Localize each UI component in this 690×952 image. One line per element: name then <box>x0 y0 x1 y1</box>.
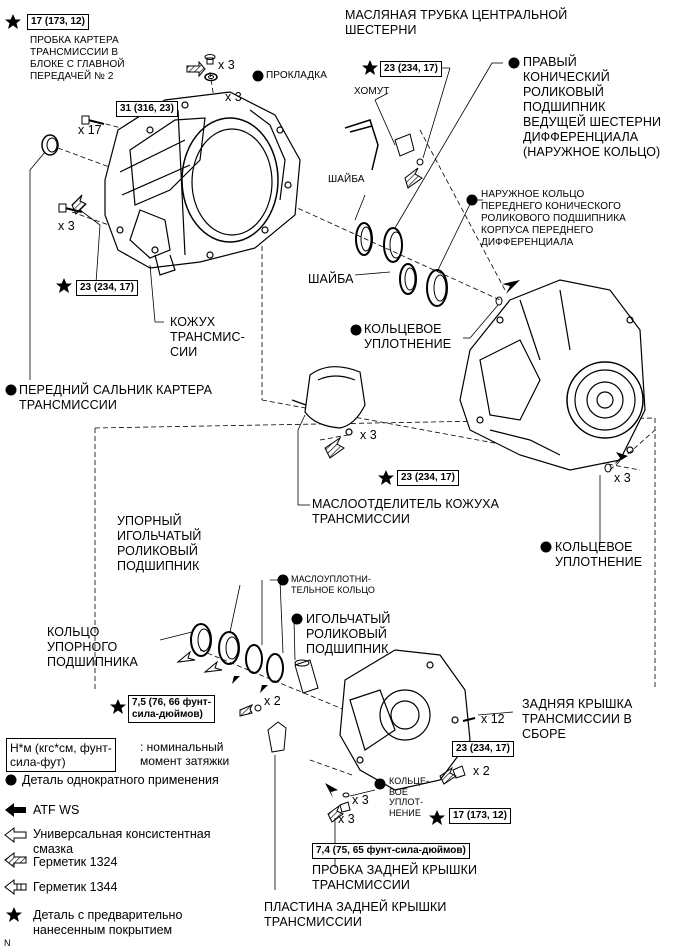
legend-sealant1344: Герметик 1344 <box>33 880 118 894</box>
qty-rear-plug: x 3 <box>338 812 355 826</box>
label-rear-plate: ПЛАСТИНА ЗАДНЕЙ КРЫШКИ ТРАНСМИССИИ <box>264 900 447 929</box>
qty-plug: x 3 <box>218 58 235 72</box>
right-bearing-race-part <box>383 227 403 263</box>
torque-rear-plug2: 17 (173, 12) <box>449 808 511 824</box>
oil-separator-part <box>291 366 366 436</box>
legend-atf: ATF WS <box>33 803 80 817</box>
label-separator: МАСЛООТДЕЛИТЕЛЬ КОЖУХА ТРАНСМИССИИ <box>312 497 500 526</box>
star-markers <box>5 14 445 825</box>
oil-pipe-part <box>344 119 379 171</box>
legend-sealant1344-icon <box>4 878 27 896</box>
needle-bearing-part <box>294 659 319 694</box>
label-front-seal: ПЕРЕДНИЙ САЛЬНИК КАРТЕРА ТРАНСМИССИИ <box>19 383 213 412</box>
leader-lines <box>29 62 601 890</box>
grease-arrows <box>176 650 223 673</box>
oring-3-part <box>342 792 350 798</box>
qty-case-bolts: x 17 <box>78 123 102 137</box>
rear-plug-part <box>339 801 351 813</box>
label-plug-case: ПРОБКА КАРТЕРА ТРАНСМИССИИ В БЛОКЕ С ГЛА… <box>30 35 125 82</box>
clamp-part <box>394 133 424 166</box>
case-bolt-part <box>81 115 105 125</box>
legend-star-icon <box>6 907 22 922</box>
gasket-part <box>204 72 218 82</box>
qty-plug2: x 2 <box>473 764 490 778</box>
case-plug-part <box>204 54 216 65</box>
legend-sealant1324: Герметик 1324 <box>33 855 118 869</box>
transmission-housing-part <box>104 91 301 276</box>
label-rear-plug: ПРОБКА ЗАДНЕЙ КРЫШКИ ТРАНСМИССИИ <box>312 863 478 892</box>
label-thrust-race: КОЛЬЦО УПОРНОГО ПОДШИПНИКА <box>47 625 138 669</box>
label-needle: ИГОЛЬЧАТЫЙ РОЛИКОВЫЙ ПОДШИПНИК <box>306 612 391 656</box>
rear-plate-part <box>267 721 287 753</box>
label-rear-cover: ЗАДНЯЯ КРЫШКА ТРАНСМИССИИ В СБОРЕ <box>522 697 633 741</box>
label-front-bearing-race: НАРУЖНОЕ КОЛЬЦО ПЕРЕДНЕГО КОНИЧЕСКОГО РО… <box>481 189 626 248</box>
thrust-bearing-part <box>218 631 240 665</box>
torque-rear-bolts: 23 (234, 17) <box>452 741 514 757</box>
label-oring2: КОЛЬЦЕВОЕ УПЛОТНЕНИЕ <box>555 540 643 569</box>
legend-bullet-icon <box>5 774 17 786</box>
qty-oring: x 3 <box>614 471 631 485</box>
sealant-arrows <box>71 60 457 823</box>
oring-2-part <box>604 463 612 473</box>
label-washer2: ШАЙБА <box>308 272 354 286</box>
torque-rear-small: 7,5 (76, 66 фунт- сила-дюймов) <box>128 695 216 723</box>
oring-1-part <box>495 296 503 306</box>
torque-front-bolts: 23 (234, 17) <box>76 280 138 296</box>
legend-sealant1324-icon <box>4 851 27 869</box>
label-housing: КОЖУХ ТРАНСМИС- СИИ <box>170 315 245 359</box>
label-clamp: ХОМУТ <box>354 86 390 97</box>
bullet-markers <box>5 57 552 790</box>
legend-icons <box>4 774 27 922</box>
legend-grease-arrow-icon <box>4 826 27 844</box>
front-bearing-race-part <box>426 269 448 307</box>
qty-oring3: x 3 <box>352 793 369 807</box>
oil-seal-ring-2-part <box>266 653 284 683</box>
qty-front-bolts: x 3 <box>58 219 75 233</box>
rear-cover-part <box>339 649 471 791</box>
washer-1-part <box>355 222 373 256</box>
corner-code: N <box>4 938 11 948</box>
legend-atf-arrow-icon <box>5 803 26 817</box>
legend-torque-text: : номинальный момент затяжки <box>140 740 230 768</box>
atf-arrows <box>228 280 628 798</box>
label-washer1: ШАЙБА <box>328 174 365 185</box>
torque-case-bolts: 31 (316, 23) <box>116 101 178 117</box>
legend-grease: Универсальная консистентная смазка <box>33 827 211 856</box>
label-thrust-needle: УПОРНЫЙ ИГОЛЬЧАТЫЙ РОЛИКОВЫЙ ПОДШИПНИК <box>117 514 202 573</box>
oil-seal-ring-1-part <box>245 644 263 674</box>
small-bolt-part <box>254 704 262 712</box>
legend-non-reusable: Деталь однократного применения <box>22 773 219 787</box>
label-gasket: ПРОКЛАДКА <box>266 70 327 81</box>
rear-bolt-part <box>462 717 476 722</box>
label-oil-seal-ring: МАСЛОУПЛОТНИ- ТЕЛЬНОЕ КОЛЬЦО <box>291 574 376 595</box>
torque-oil-pump-plug: 17 (173, 12) <box>27 14 89 30</box>
legend-torque-box: Н*м (кгс*см, фунт- сила-фут) <box>6 738 116 772</box>
torque-oil-pipe: 23 (234, 17) <box>380 61 442 77</box>
legend-precoated: Деталь с предварительно нанесенным покры… <box>33 908 183 937</box>
label-oring1: КОЛЬЦЕВОЕ УПЛОТНЕНИЕ <box>364 322 452 351</box>
front-seal-part <box>41 134 59 156</box>
qty-gasket: x 3 <box>225 90 242 104</box>
torque-rear-plug: 7,4 (75, 65 фунт-сила-дюймов) <box>312 843 470 859</box>
thrust-race-part <box>190 623 212 657</box>
label-oring3: КОЛЬЦЕ- ВОЕ УПЛОТ- НЕНИЕ <box>389 776 430 818</box>
torque-separator: 23 (234, 17) <box>397 470 459 486</box>
transmission-case-part <box>459 279 646 471</box>
qty-small: x 2 <box>264 694 281 708</box>
qty-separator: x 3 <box>360 428 377 442</box>
label-oil-pipe: МАСЛЯНАЯ ТРУБКА ЦЕНТРАЛЬНОЙ ШЕСТЕРНИ <box>345 8 568 37</box>
label-right-bearing: ПРАВЫЙ КОНИЧЕСКИЙ РОЛИКОВЫЙ ПОДШИПНИК ВЕ… <box>523 55 662 159</box>
washer-2-part <box>399 263 417 295</box>
qty-rear-bolts: x 12 <box>481 712 505 726</box>
